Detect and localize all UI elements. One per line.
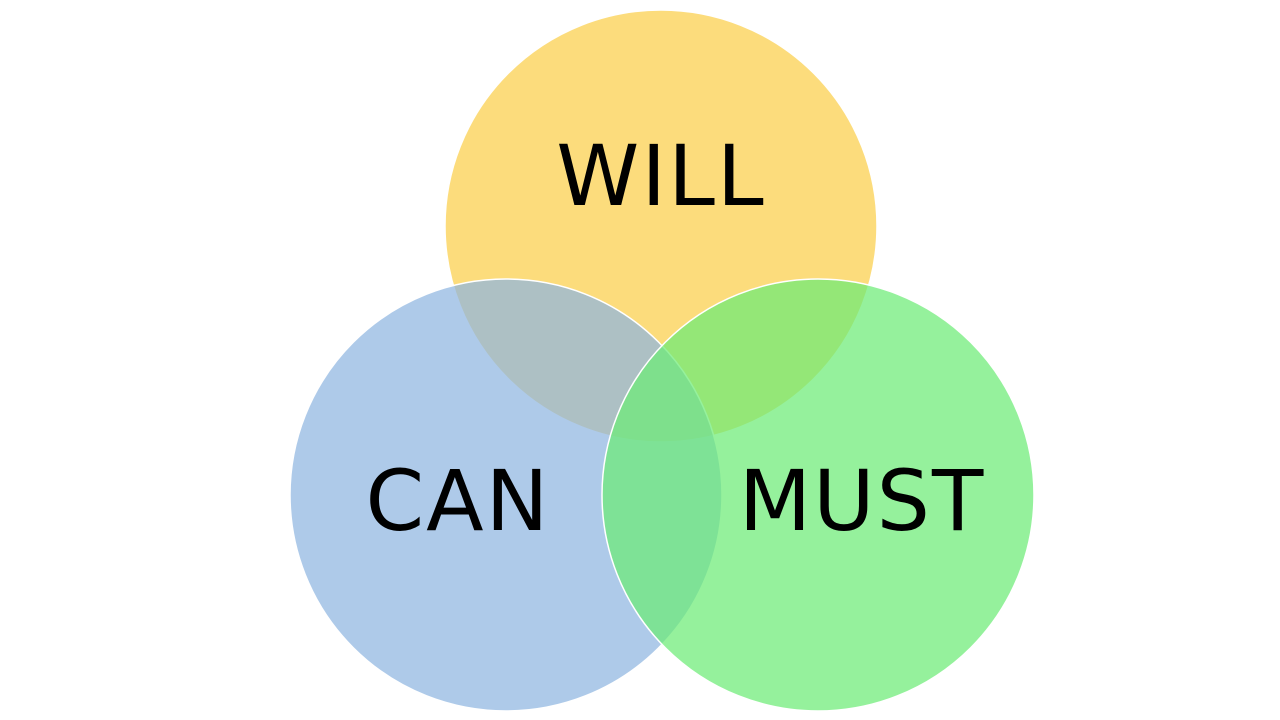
will-label: WILL — [556, 127, 765, 225]
venn-labels: WILL CAN MUST — [366, 127, 986, 550]
can-label: CAN — [366, 452, 551, 550]
venn-circles — [289, 9, 1035, 712]
must-label: MUST — [739, 452, 986, 550]
must-circle — [601, 278, 1035, 712]
